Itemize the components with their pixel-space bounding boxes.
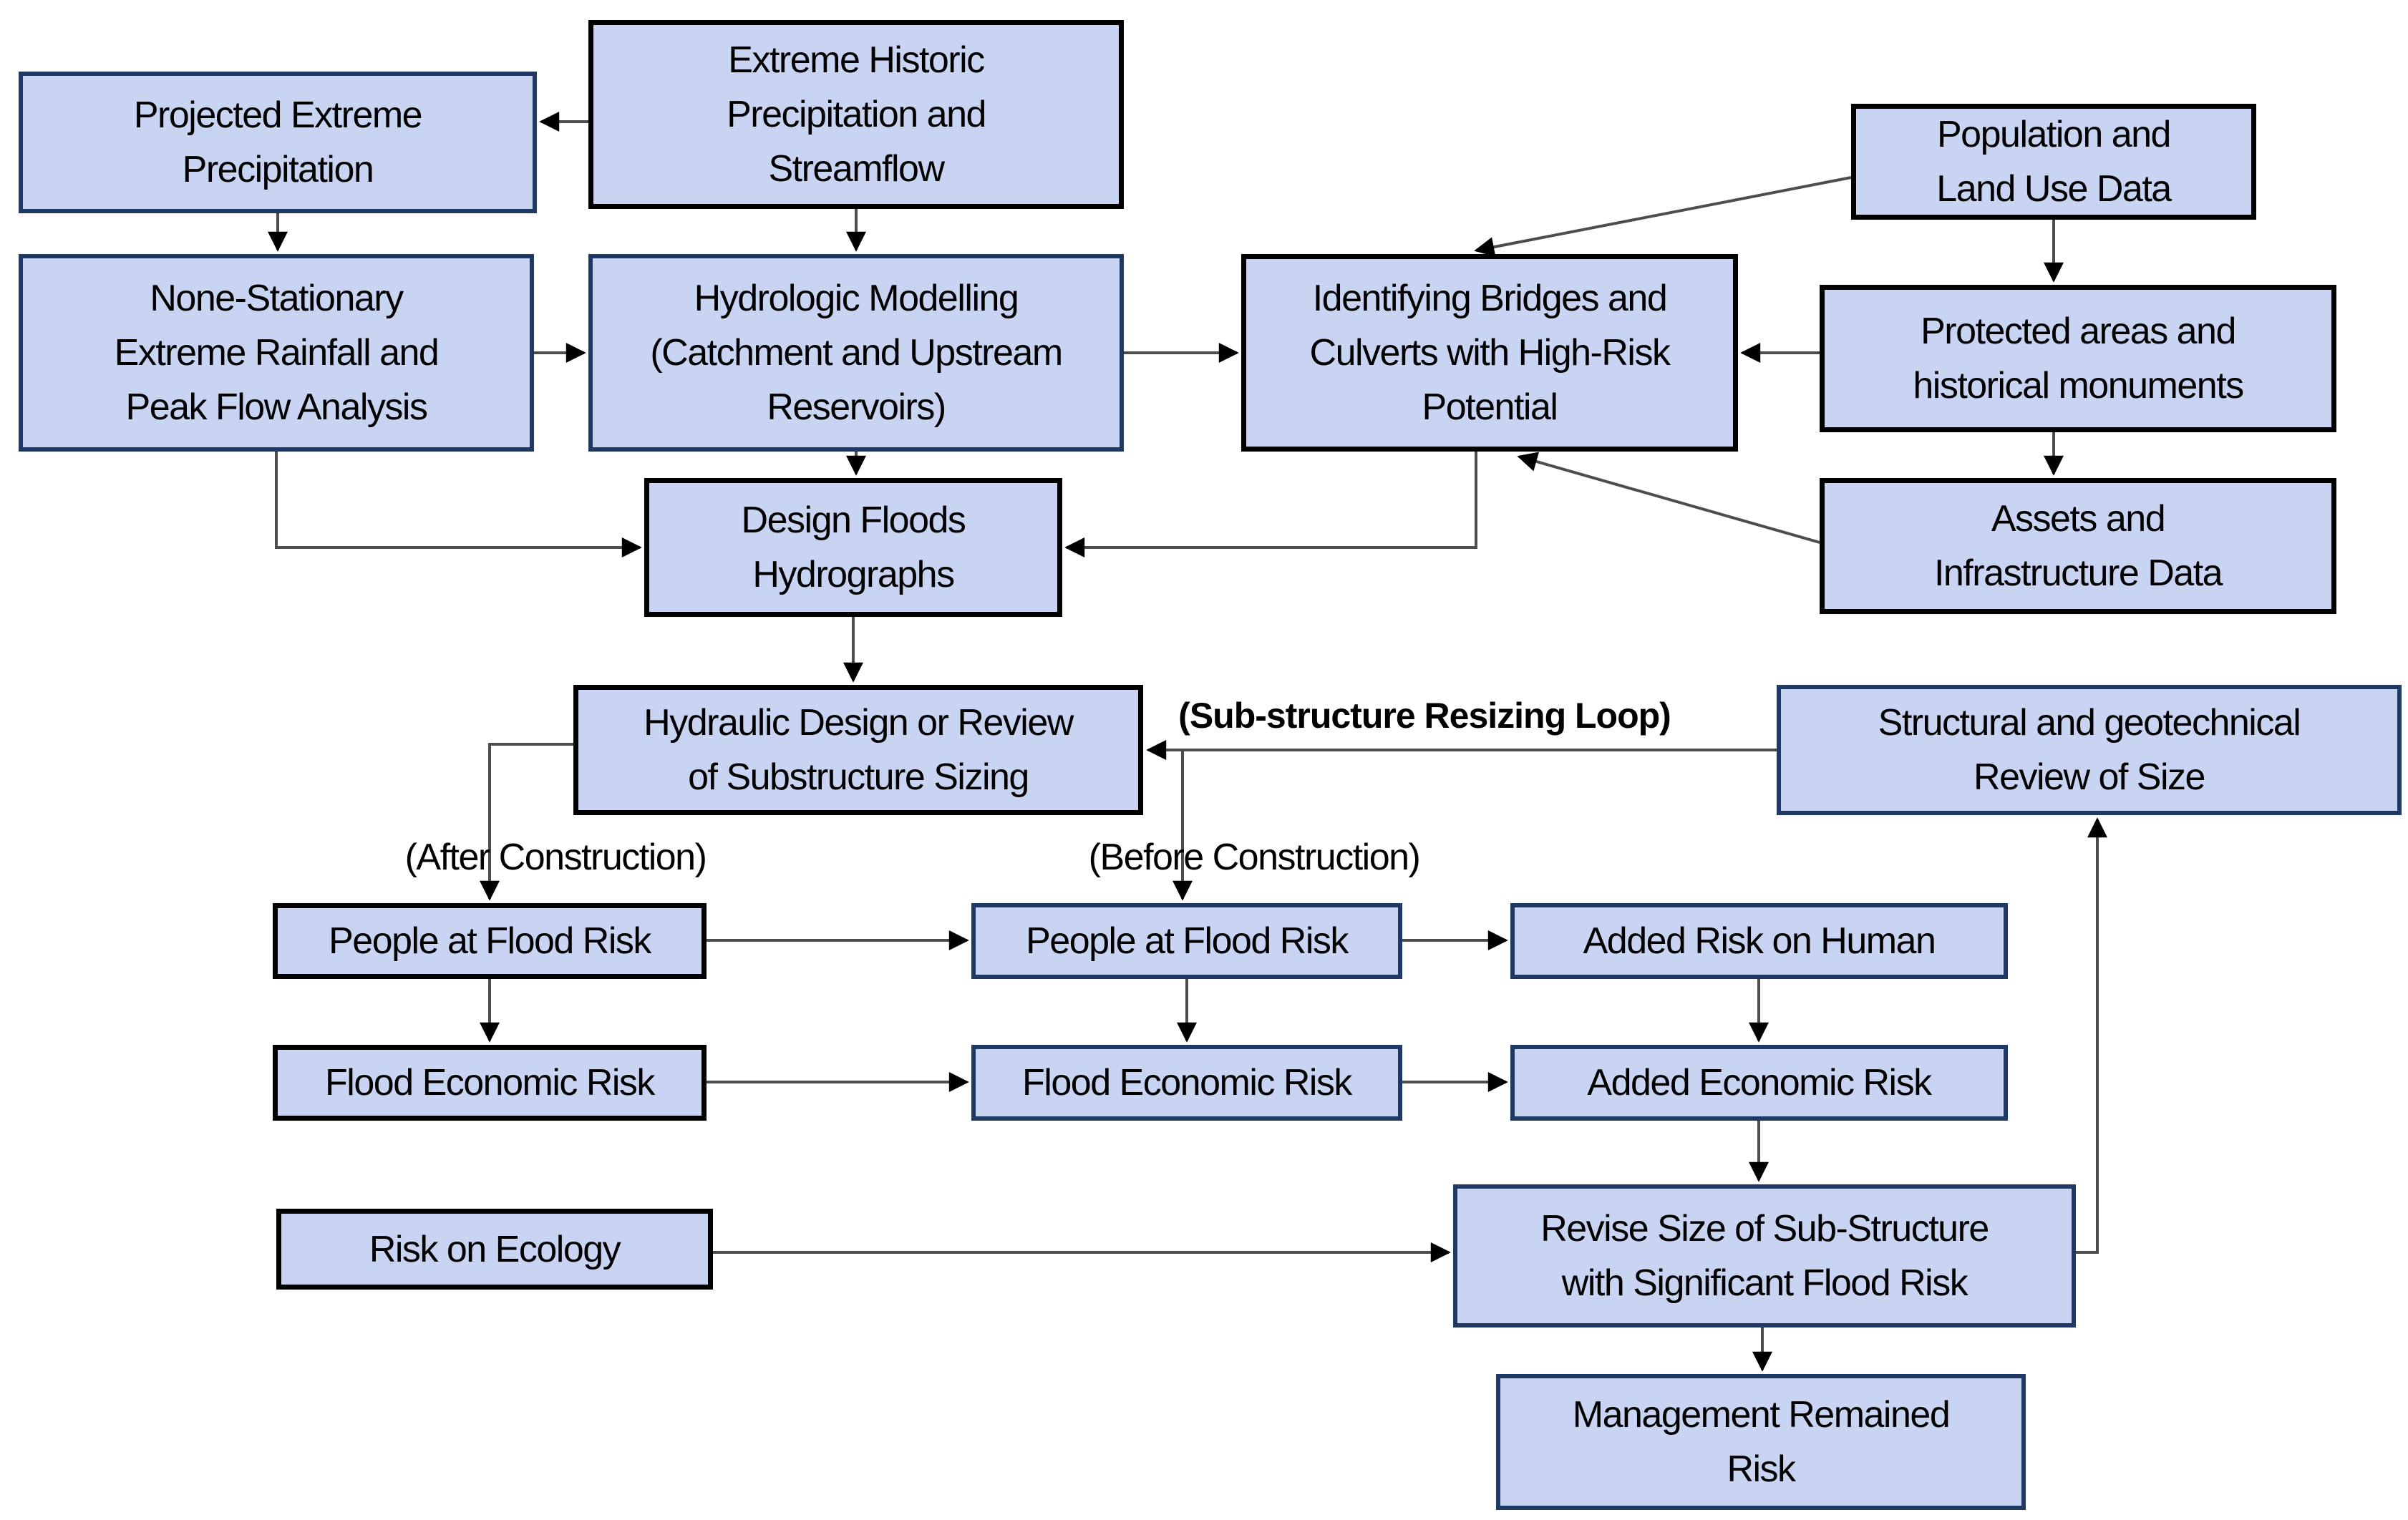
node-people-flood-risk-before: People at Flood Risk: [971, 903, 1402, 979]
node-flood-economic-before: Flood Economic Risk: [971, 1045, 1402, 1121]
node-structural-geotechnical: Structural and geotechnical Review of Si…: [1777, 685, 2402, 815]
node-flood-economic-after: Flood Economic Risk: [273, 1045, 707, 1121]
node-none-stationary: None-Stationary Extreme Rainfall and Pea…: [19, 254, 534, 452]
node-projected-extreme: Projected Extreme Precipitation: [19, 72, 537, 213]
sub-structure-resizing-loop-label: (Sub-structure Resizing Loop): [1178, 696, 1671, 736]
edge-revise-to-structural-loop: [2076, 817, 2107, 1254]
node-people-flood-risk-after: People at Flood Risk: [273, 903, 707, 979]
node-added-risk-human: Added Risk on Human: [1510, 903, 2008, 979]
edge-assets-to-identifying: [1517, 452, 1820, 544]
after-construction-label: (After Construction): [404, 837, 707, 878]
node-assets-infrastructure: Assets and Infrastructure Data: [1820, 478, 2336, 614]
node-management-remained: Management Remained Risk: [1496, 1374, 2026, 1510]
node-design-floods: Design Floods Hydrographs: [644, 478, 1062, 617]
edge-nonestationary-to-designfloods: [275, 452, 642, 557]
edge-population-to-identifying: [1474, 176, 1852, 257]
node-risk-ecology: Risk on Ecology: [276, 1209, 713, 1290]
node-added-economic-risk: Added Economic Risk: [1510, 1045, 2008, 1121]
node-population-land-use: Population and Land Use Data: [1851, 104, 2256, 220]
node-hydraulic-design: Hydraulic Design or Review of Substructu…: [573, 685, 1143, 815]
node-hydrologic-modelling: Hydrologic Modelling (Catchment and Upst…: [588, 254, 1124, 452]
edge-after-branch: [480, 743, 573, 901]
node-protected-areas: Protected areas and historical monuments: [1820, 285, 2336, 432]
node-revise-size: Revise Size of Sub-Structure with Signif…: [1453, 1184, 2076, 1327]
node-extreme-historic: Extreme Historic Precipitation and Strea…: [588, 20, 1124, 209]
edge-identifying-to-designfloods: [1064, 452, 1477, 557]
node-identifying-bridges: Identifying Bridges and Culverts with Hi…: [1241, 254, 1738, 452]
before-construction-label: (Before Construction): [1088, 837, 1421, 878]
